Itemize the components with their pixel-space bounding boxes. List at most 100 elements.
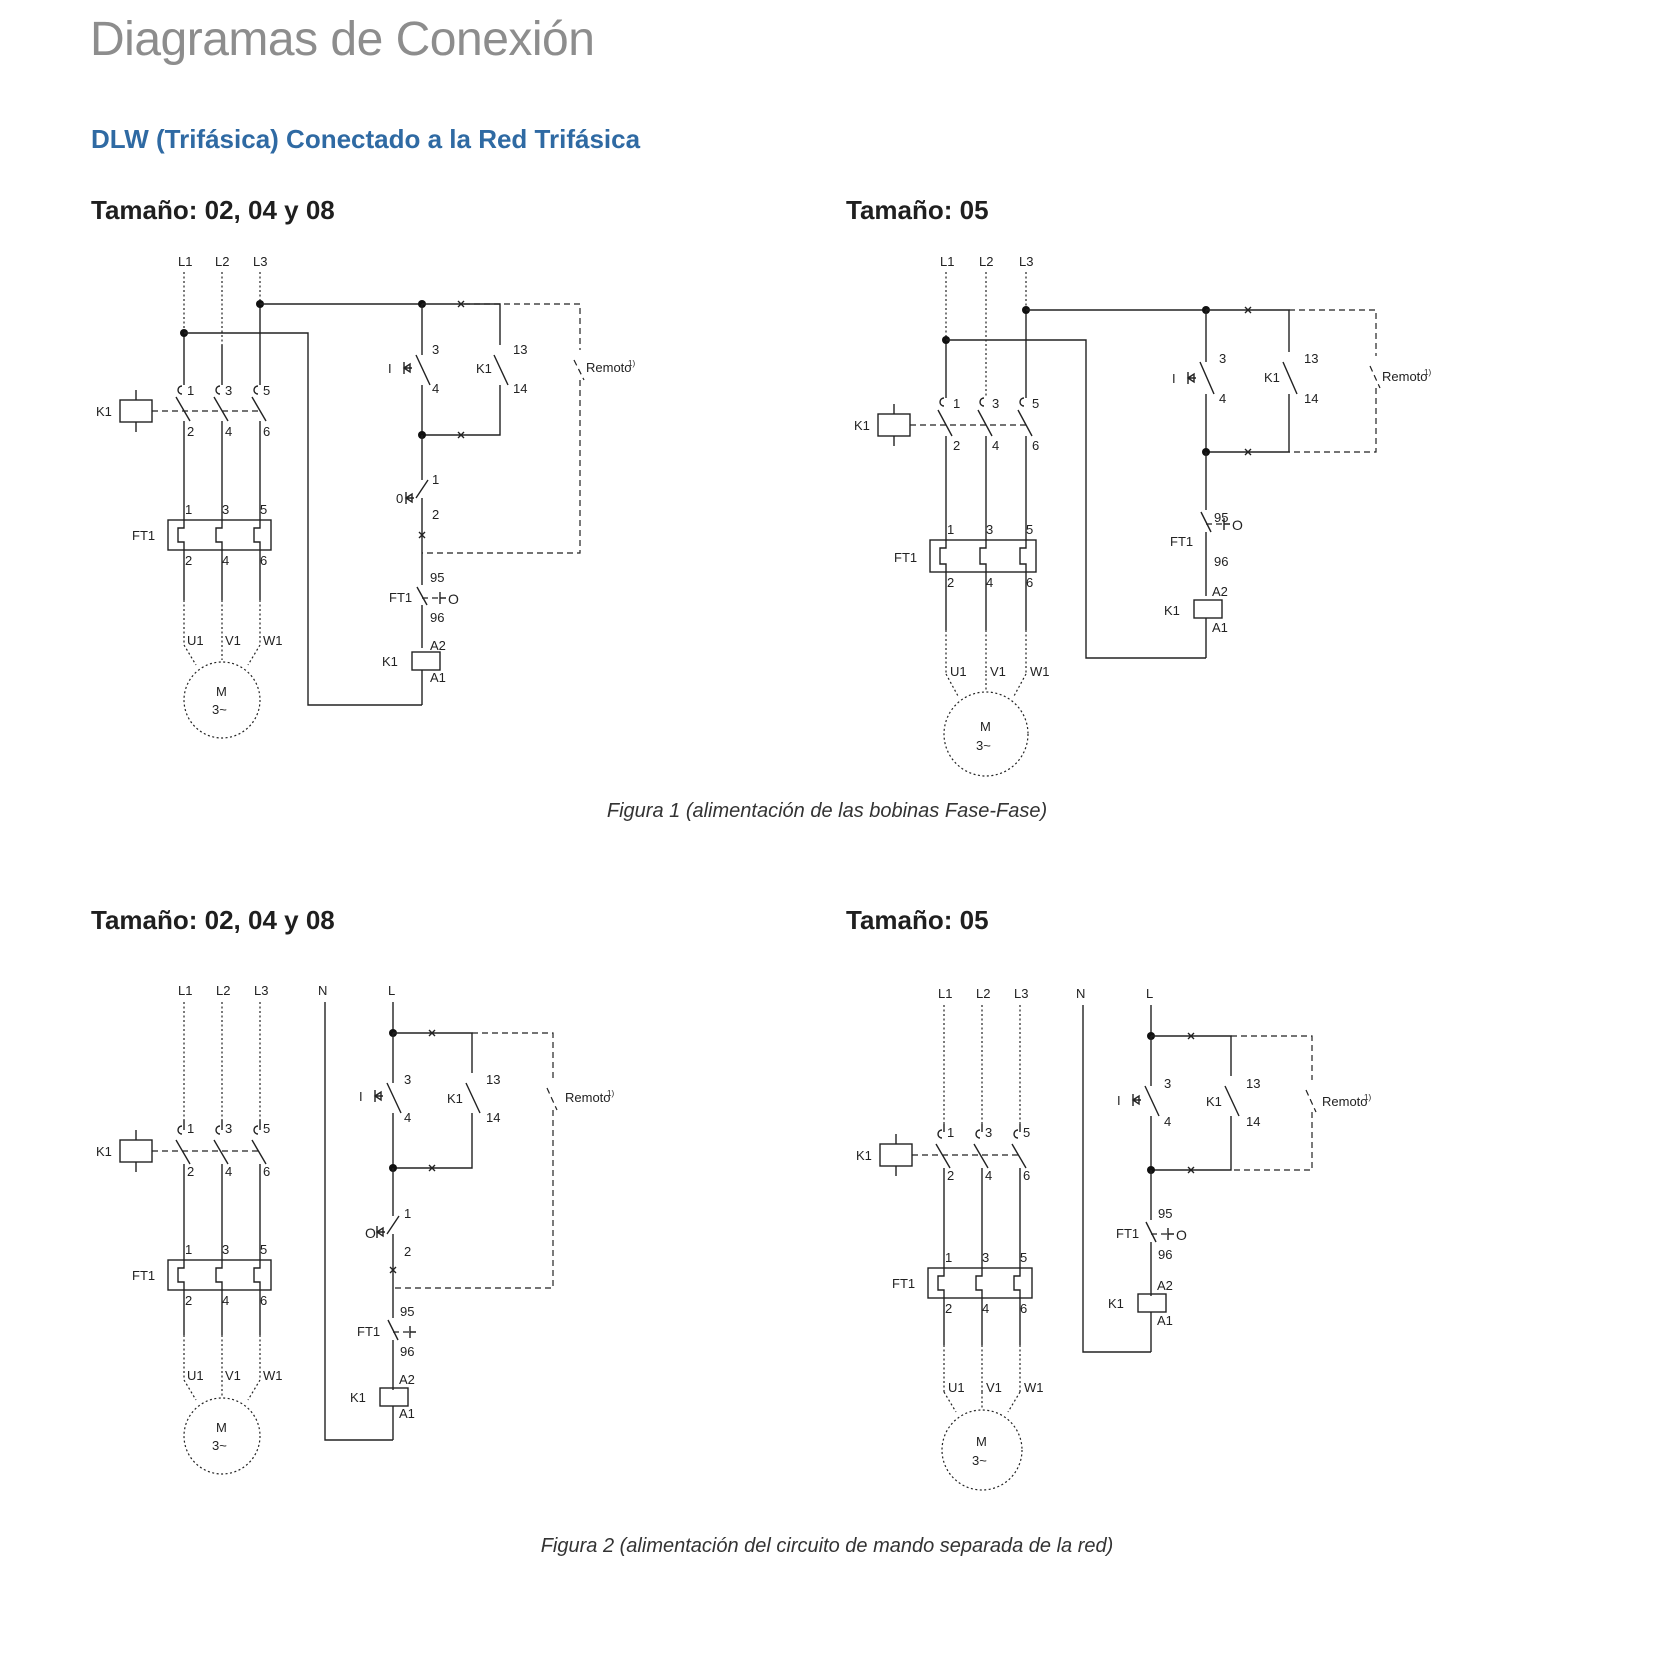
svg-text:6: 6	[260, 1293, 267, 1308]
svg-text:1: 1	[945, 1250, 952, 1265]
svg-text:4: 4	[982, 1301, 989, 1316]
svg-text:2: 2	[187, 1164, 194, 1179]
svg-text:N: N	[1076, 986, 1085, 1001]
svg-text:3: 3	[1164, 1076, 1171, 1091]
svg-text:K1: K1	[96, 1144, 112, 1159]
svg-text:3: 3	[432, 342, 439, 357]
svg-text:K1: K1	[350, 1390, 366, 1405]
svg-text:4: 4	[404, 1110, 411, 1125]
svg-text:L: L	[388, 983, 395, 998]
svg-text:3: 3	[986, 522, 993, 537]
svg-text:U1: U1	[187, 1368, 204, 1383]
svg-text:4: 4	[225, 424, 232, 439]
fig2-left-control-circuit: N L I 3 4 K1 13 14 Remoto 1) O 1 2 FT1 9…	[318, 983, 614, 1441]
fig1-left-diagram: L1 L2 L3 1 3 5 2 4 6 K1 FT1 1 3 5 2 4 6 …	[96, 254, 635, 739]
svg-text:L2: L2	[976, 986, 990, 1001]
svg-text:U1: U1	[948, 1380, 965, 1395]
svg-text:6: 6	[263, 1164, 270, 1179]
svg-text:5: 5	[1026, 522, 1033, 537]
svg-text:95: 95	[1214, 510, 1228, 525]
svg-text:96: 96	[400, 1344, 414, 1359]
svg-text:3~: 3~	[972, 1453, 987, 1468]
svg-text:U1: U1	[187, 633, 204, 648]
svg-text:3~: 3~	[212, 702, 227, 717]
svg-text:2: 2	[185, 553, 192, 568]
svg-text:3: 3	[222, 1242, 229, 1257]
svg-text:K1: K1	[476, 361, 492, 376]
svg-text:95: 95	[400, 1304, 414, 1319]
svg-text:A2: A2	[1157, 1278, 1173, 1293]
svg-text:4: 4	[986, 575, 993, 590]
svg-text:13: 13	[1304, 351, 1318, 366]
svg-text:A1: A1	[1212, 620, 1228, 635]
fig2-right-control-circuit: N L I 3 4 K1 13 14 Remoto 1) O FT1 95 96…	[1076, 986, 1371, 1353]
svg-text:3~: 3~	[212, 1438, 227, 1453]
svg-text:L3: L3	[1019, 254, 1033, 269]
svg-text:L2: L2	[979, 254, 993, 269]
svg-text:1: 1	[185, 1242, 192, 1257]
svg-text:96: 96	[430, 610, 444, 625]
svg-text:L3: L3	[1014, 986, 1028, 1001]
svg-text:I: I	[359, 1089, 363, 1104]
svg-text:6: 6	[1023, 1168, 1030, 1183]
svg-text:2: 2	[404, 1244, 411, 1259]
svg-text:14: 14	[513, 381, 527, 396]
svg-text:1: 1	[953, 396, 960, 411]
fig2-right-title: Tamaño: 05	[846, 905, 989, 935]
svg-text:N: N	[318, 983, 327, 998]
svg-text:I: I	[1172, 371, 1176, 386]
svg-text:M: M	[980, 719, 991, 734]
fig2-left-power-circuit: L1 L2 L3 1 3 5 2 4 6 K1 FT1 1 3 5 2 4 6 …	[96, 983, 283, 1475]
svg-text:FT1: FT1	[894, 550, 917, 565]
svg-text:5: 5	[1020, 1250, 1027, 1265]
svg-text:K1: K1	[856, 1148, 872, 1163]
svg-text:L2: L2	[216, 983, 230, 998]
svg-text:5: 5	[263, 1121, 270, 1136]
svg-text:V1: V1	[990, 664, 1006, 679]
svg-text:6: 6	[1026, 575, 1033, 590]
svg-text:A1: A1	[399, 1406, 415, 1421]
fig2-left-title: Tamaño: 02, 04 y 08	[91, 905, 335, 935]
svg-text:A2: A2	[430, 638, 446, 653]
svg-text:W1: W1	[1024, 1380, 1044, 1395]
svg-text:FT1: FT1	[1116, 1226, 1139, 1241]
svg-text:4: 4	[432, 381, 439, 396]
svg-text:14: 14	[1246, 1114, 1260, 1129]
svg-text:5: 5	[263, 383, 270, 398]
svg-text:O: O	[1232, 517, 1243, 533]
svg-text:A1: A1	[1157, 1313, 1173, 1328]
svg-text:FT1: FT1	[357, 1324, 380, 1339]
svg-text:4: 4	[992, 438, 999, 453]
svg-text:3: 3	[225, 1121, 232, 1136]
svg-text:2: 2	[945, 1301, 952, 1316]
svg-text:0: 0	[396, 491, 403, 506]
svg-text:5: 5	[260, 502, 267, 517]
svg-text:1): 1)	[1424, 368, 1431, 377]
svg-text:13: 13	[1246, 1076, 1260, 1091]
svg-text:Remoto: Remoto	[586, 360, 632, 375]
svg-text:L3: L3	[254, 983, 268, 998]
label-l3: L3	[253, 254, 267, 269]
svg-text:1: 1	[947, 1125, 954, 1140]
svg-text:1: 1	[404, 1206, 411, 1221]
fig1-right-control-circuit: I 3 4 K1 13 14 Remoto 1) O FT1 95 96 A2 …	[942, 306, 1431, 659]
svg-text:2: 2	[187, 424, 194, 439]
svg-text:L1: L1	[938, 986, 952, 1001]
svg-text:A1: A1	[430, 670, 446, 685]
svg-text:W1: W1	[263, 633, 283, 648]
svg-text:M: M	[216, 684, 227, 699]
svg-text:L: L	[1146, 986, 1153, 1001]
svg-text:W1: W1	[263, 1368, 283, 1383]
svg-text:O: O	[365, 1225, 376, 1241]
svg-text:3: 3	[222, 502, 229, 517]
svg-text:6: 6	[1032, 438, 1039, 453]
svg-text:A2: A2	[399, 1372, 415, 1387]
label-l2: L2	[215, 254, 229, 269]
svg-text:Remoto: Remoto	[1382, 369, 1428, 384]
svg-text:13: 13	[486, 1072, 500, 1087]
svg-text:O: O	[448, 591, 459, 607]
svg-text:3~: 3~	[976, 738, 991, 753]
svg-text:1: 1	[432, 472, 439, 487]
svg-text:3: 3	[1219, 351, 1226, 366]
svg-text:U1: U1	[950, 664, 967, 679]
